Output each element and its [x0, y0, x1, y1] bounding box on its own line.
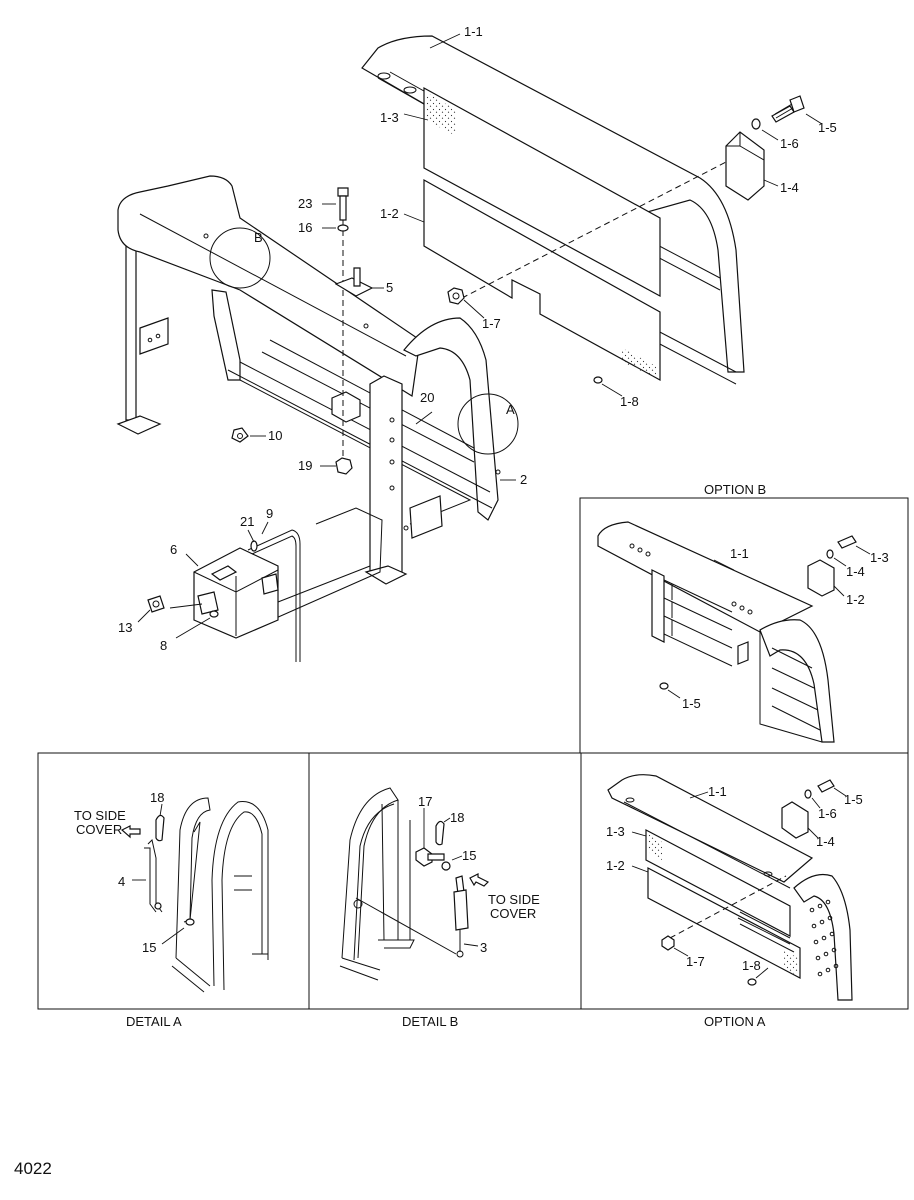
detail-b-label-15: 15 — [462, 848, 476, 863]
detail-a-to-side-line1: TO SIDE — [74, 808, 126, 823]
main-guard-frame — [116, 175, 501, 585]
label-b: B — [254, 230, 263, 245]
washer-1-6 — [751, 118, 761, 130]
clip-10 — [231, 427, 249, 443]
label-16: 16 — [298, 220, 312, 235]
label-1-1: 1-1 — [464, 24, 483, 39]
bottle-6 — [193, 547, 279, 639]
label-5: 5 — [386, 280, 393, 295]
option-b-label-1-1: 1-1 — [730, 546, 749, 561]
option-b-title: OPTION B — [704, 482, 766, 497]
option-a-label-1-4: 1-4 — [816, 834, 835, 849]
detail-a-to-side-line2: COVER — [76, 822, 122, 837]
option-b-label-1-5: 1-5 — [682, 696, 701, 711]
panel-1-3 — [423, 86, 661, 298]
option-b-label-1-4: 1-4 — [846, 564, 865, 579]
label-2: 2 — [520, 472, 527, 487]
detail-b-label-17: 17 — [418, 794, 432, 809]
option-a-label-1-8: 1-8 — [742, 958, 761, 973]
label-1-3: 1-3 — [380, 110, 399, 125]
option-a-label-1-6: 1-6 — [818, 806, 837, 821]
label-1-4: 1-4 — [780, 180, 799, 195]
detail-b-caption: DETAIL B — [402, 1014, 458, 1029]
hose-9 — [247, 529, 301, 662]
label-1-7: 1-7 — [482, 316, 501, 331]
option-a-label-1-1: 1-1 — [708, 784, 727, 799]
detail-a-view: 18 TO SIDE COVER 4 15 DETAIL A — [74, 790, 269, 1029]
detail-a-label-4: 4 — [118, 874, 125, 889]
label-1-5: 1-5 — [818, 120, 837, 135]
label-23: 23 — [298, 196, 312, 211]
label-20: 20 — [420, 390, 434, 405]
detail-a-label-18: 18 — [150, 790, 164, 805]
label-1-2: 1-2 — [380, 206, 399, 221]
pin-8 — [209, 610, 219, 618]
bracket-1-4 — [725, 131, 765, 201]
detail-circle-b — [209, 227, 271, 289]
option-a-label-1-7: 1-7 — [686, 954, 705, 969]
detail-b-to-side-line1: TO SIDE — [488, 892, 540, 907]
screw-1-8 — [593, 376, 603, 384]
option-a-label-1-3: 1-3 — [606, 824, 625, 839]
detail-b-view: 17 18 15 TO SIDE COVER 3 DETAIL B — [339, 787, 540, 1029]
option-b-label-1-3: 1-3 — [870, 550, 889, 565]
clip-21 — [250, 540, 258, 552]
label-9: 9 — [266, 506, 273, 521]
option-a-label-1-5: 1-5 — [844, 792, 863, 807]
main-view: 1-1 1-3 1-5 1-6 1-4 1-2 1-7 1-8 23 16 5 … — [116, 24, 837, 662]
nut-1-7 — [447, 287, 465, 305]
bracket-5 — [334, 267, 374, 297]
detail-b-label-3: 3 — [480, 940, 487, 955]
label-21: 21 — [240, 514, 254, 529]
bolt-1-5 — [771, 95, 805, 123]
detail-a-caption: DETAIL A — [126, 1014, 182, 1029]
detail-b-label-18: 18 — [450, 810, 464, 825]
label-8: 8 — [160, 638, 167, 653]
detail-circle-a — [457, 393, 519, 455]
bolt-23 — [337, 187, 349, 221]
label-13: 13 — [118, 620, 132, 635]
detail-b-to-side-line2: COVER — [490, 906, 536, 921]
option-a-label-1-2: 1-2 — [606, 858, 625, 873]
option-b-label-1-2: 1-2 — [846, 592, 865, 607]
washer-16 — [337, 224, 349, 232]
label-1-6: 1-6 — [780, 136, 799, 151]
lower-panels-frame — [37, 752, 909, 1010]
option-b-view: OPTION B 1-1 1-3 1-4 1-2 1-5 — [597, 482, 889, 743]
label-1-8: 1-8 — [620, 394, 639, 409]
label-6: 6 — [170, 542, 177, 557]
panel-1-2 — [423, 178, 661, 382]
option-a-view: 1-1 1-5 1-6 1-3 1-4 1-2 1-7 1-8 OPTION A — [606, 774, 863, 1029]
connector-13 — [147, 595, 165, 613]
label-a: A — [506, 402, 515, 417]
nut-19 — [335, 457, 353, 475]
detail-a-label-15: 15 — [142, 940, 156, 955]
option-a-caption: OPTION A — [704, 1014, 766, 1029]
label-10: 10 — [268, 428, 282, 443]
label-19: 19 — [298, 458, 312, 473]
page-number: 4022 — [14, 1159, 52, 1178]
